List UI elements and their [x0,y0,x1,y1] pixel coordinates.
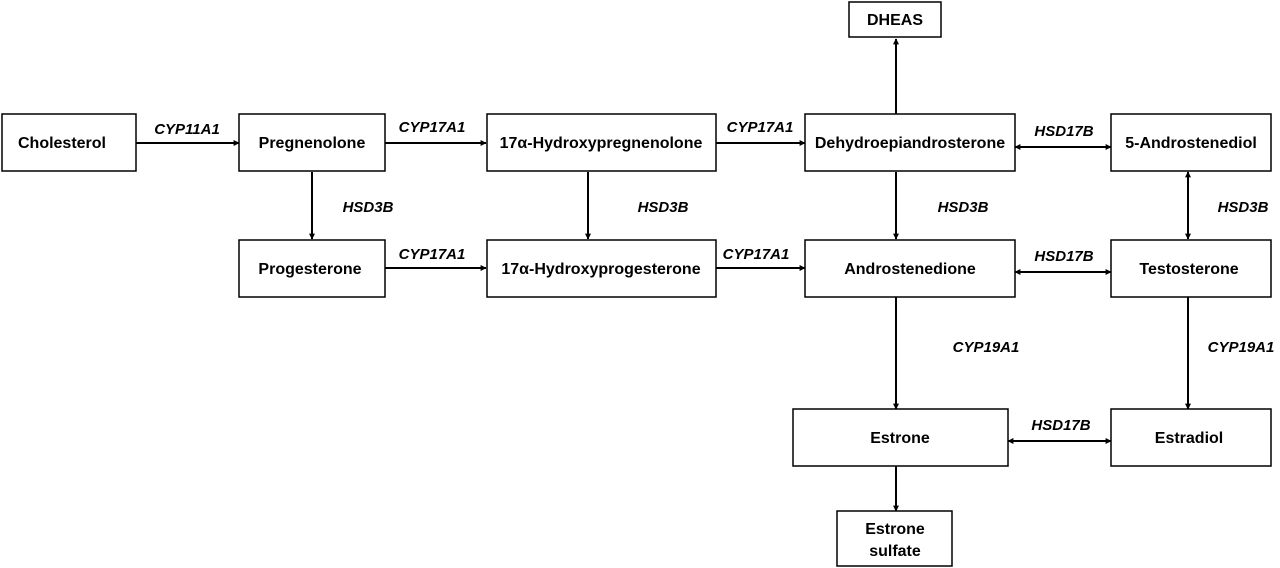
enzyme-label-hsd17b: HSD17B [1034,123,1093,140]
enzyme-label-hsd17b: HSD17B [1034,248,1093,265]
enzyme-label-cyp17a1: CYP17A1 [399,119,466,136]
node-label: Dehydroepiandrosterone [815,135,1005,152]
node-label: DHEAS [867,12,923,29]
node-17oh-pregnenolone: 17α-Hydroxypregnenolone [486,113,717,172]
node-label: Androstenedione [844,261,976,278]
enzyme-label-cyp11a1: CYP11A1 [154,121,220,138]
enzyme-label-hsd3b: HSD3B [1218,199,1269,216]
enzyme-label-cyp17a1: CYP17A1 [723,246,790,263]
node-label: Progesterone [258,261,361,278]
enzyme-label-hsd17b: HSD17B [1031,417,1090,434]
node-label: Testosterone [1139,261,1238,278]
enzyme-label-cyp17a1: CYP17A1 [399,246,466,263]
enzyme-label-hsd3b: HSD3B [938,199,989,216]
enzyme-label-cyp19a1: CYP19A1 [1208,339,1275,356]
node-label: Pregnenolone [259,135,366,152]
node-label-line2: sulfate [869,543,921,560]
node-label: Estrone [870,430,930,447]
enzyme-label-hsd3b: HSD3B [343,199,394,216]
node-label: Estradiol [1155,430,1223,447]
node-pregnenolone: Pregnenolone [238,113,386,172]
node-dhea: Dehydroepiandrosterone [804,113,1016,172]
node-progesterone: Progesterone [238,239,386,298]
enzyme-label-cyp17a1: CYP17A1 [727,119,794,136]
node-testosterone: Testosterone [1110,239,1272,298]
node-estradiol: Estradiol [1110,408,1272,467]
node-label: 5-Androstenediol [1125,135,1257,152]
node-label: 17α-Hydroxyprogesterone [501,261,700,278]
node-androstenedione: Androstenedione [804,239,1016,298]
enzyme-label-hsd3b: HSD3B [638,199,689,216]
node-label: 17α-Hydroxypregnenolone [500,135,703,152]
node-dheas: DHEAS [848,1,942,38]
node-5-androstenediol: 5-Androstenediol [1110,113,1272,172]
node-estrone-sulfate: Estrone sulfate [836,510,953,567]
node-17oh-progesterone: 17α-Hydroxyprogesterone [486,239,717,298]
node-estrone: Estrone [792,408,1009,467]
node-label-line1: Estrone [865,521,925,538]
enzyme-label-cyp19a1: CYP19A1 [953,339,1020,356]
node-label: Cholesterol [18,135,106,152]
node-cholesterol: Cholesterol [1,113,137,172]
